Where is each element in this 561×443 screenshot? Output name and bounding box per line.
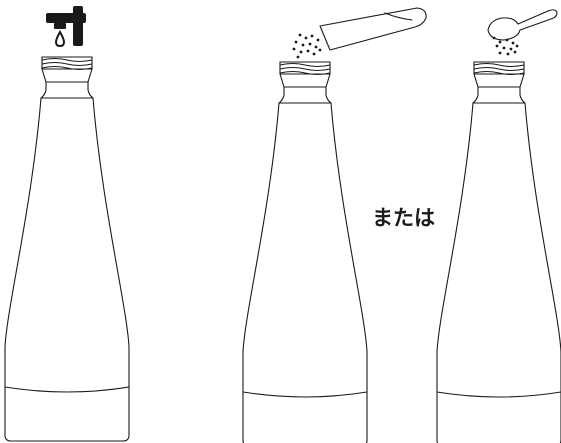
powder-particles-spoon [492,36,519,56]
faucet-icon [46,6,86,48]
powder-particles-stick [292,33,322,59]
or-label: または [372,206,435,230]
bottle-powder-spoon [436,61,561,443]
bottle-powder-stick [242,61,368,443]
bottle-water [4,56,130,442]
measuring-spoon-icon [487,9,558,41]
powder-stick-icon [319,7,427,51]
